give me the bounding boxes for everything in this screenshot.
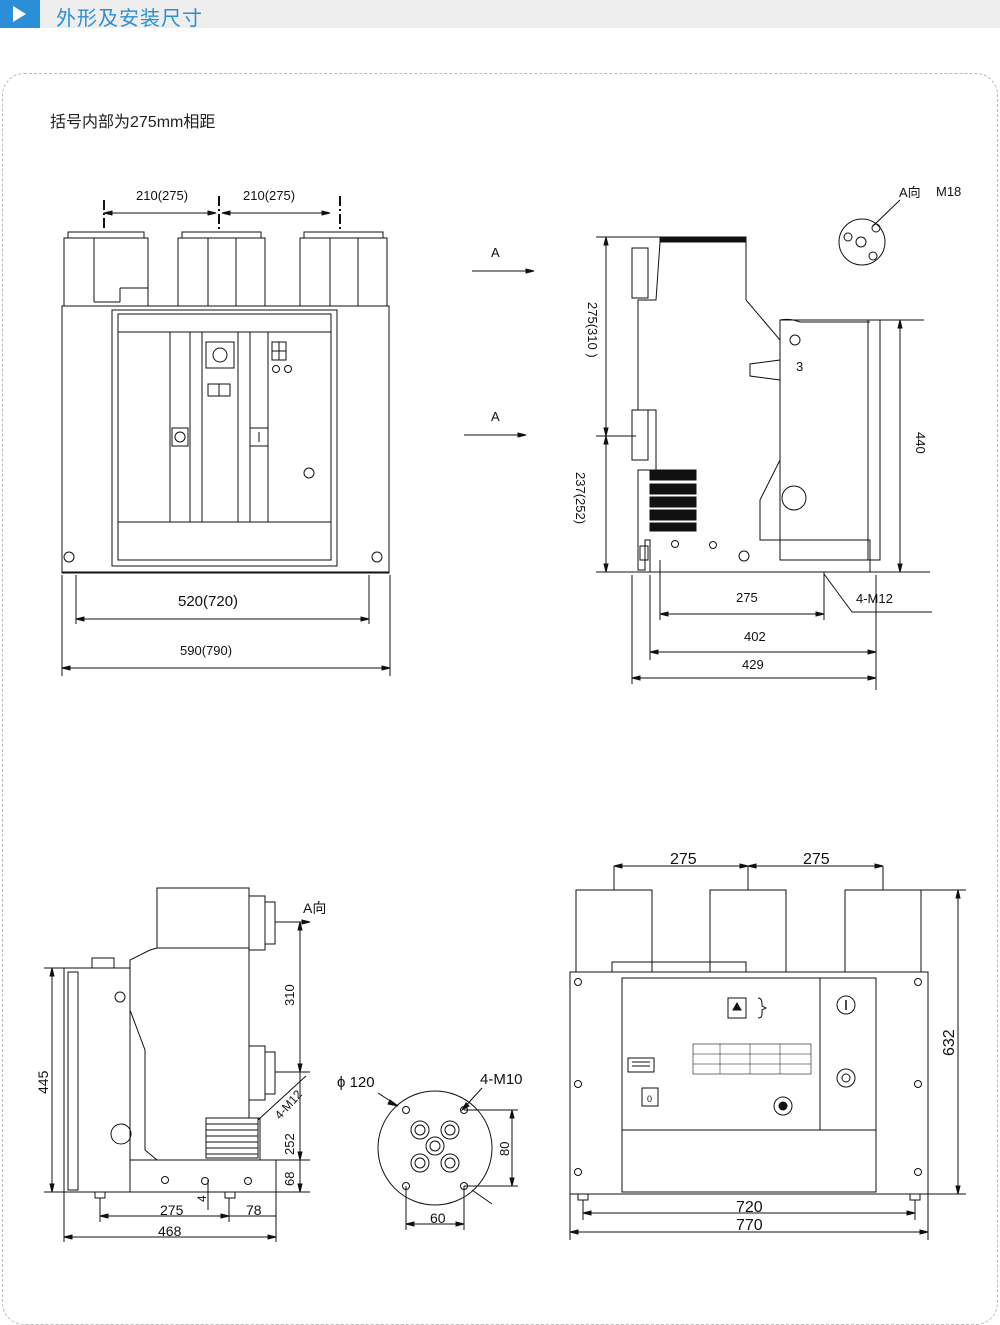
side-429-label: 429: [742, 657, 764, 672]
side-height-label: 440: [913, 432, 928, 454]
lower-side-252-label: 252: [282, 1133, 297, 1155]
section-header: 外形及安装尺寸: [0, 0, 1000, 30]
lower-front-view: 0 275 275 632 720 770: [569, 851, 966, 1240]
front-view: 210(275) 210(275) 520(720) 590(790): [61, 188, 391, 676]
lower-side-view: A向 310 252 68 4-M12 445 275 78 468 4: [35, 887, 326, 1242]
side-base-label: 275: [736, 590, 758, 605]
flange-60-label: 60: [430, 1210, 446, 1226]
side-view-a-label: A向: [899, 185, 921, 200]
lower-front-275a-label: 275: [670, 851, 697, 868]
front-inner-width-label: 520(720): [178, 593, 238, 610]
side-view: A A A向 M18 3 275(310 ) 237: [464, 184, 961, 690]
lower-side-4-label: 4: [195, 1195, 209, 1202]
lower-side-68-label: 68: [282, 1172, 297, 1186]
side-arrow-mid-label: A: [491, 409, 500, 424]
lower-front-632-label: 632: [941, 1029, 958, 1056]
flange-view: 60 80 ϕ 120 4-M10: [337, 1071, 523, 1230]
spacing-note: 括号内部为275mm相距: [50, 114, 216, 131]
side-402-label: 402: [744, 629, 766, 644]
lower-side-275-label: 275: [160, 1202, 184, 1218]
play-icon: [0, 0, 40, 28]
lower-side-468-label: 468: [158, 1223, 182, 1239]
front-outer-width-label: 590(790): [180, 643, 232, 658]
side-arrow-top-label: A: [491, 245, 500, 260]
flange-diameter-label: ϕ 120: [337, 1074, 375, 1091]
side-mount-label: 4-M12: [856, 591, 893, 606]
front-pitch-left-label: 210(275): [136, 188, 188, 203]
side-marker-label: 3: [796, 359, 803, 374]
side-lower-height-label: 237(252): [573, 472, 588, 524]
lower-front-720-label: 720: [736, 1199, 763, 1216]
lower-side-445-label: 445: [35, 1070, 51, 1094]
lower-side-310-label: 310: [282, 984, 297, 1006]
lower-front-770-label: 770: [736, 1217, 763, 1234]
lower-side-view-a-label: A向: [303, 900, 326, 916]
side-upper-height-label: 275(310 ): [585, 302, 600, 358]
side-thread-label: M18: [936, 184, 961, 199]
section-title: 外形及安装尺寸: [56, 8, 203, 30]
flange-mount-label: 4-M10: [480, 1071, 523, 1088]
lower-front-off-mark: 0: [647, 1094, 652, 1104]
lower-side-78-label: 78: [246, 1202, 262, 1218]
flange-80-label: 80: [497, 1142, 512, 1156]
front-pitch-right-label: 210(275): [243, 188, 295, 203]
lower-front-275b-label: 275: [803, 851, 830, 868]
drawings: 210(275) 210(275) 520(720) 590(790) A A …: [35, 184, 966, 1242]
